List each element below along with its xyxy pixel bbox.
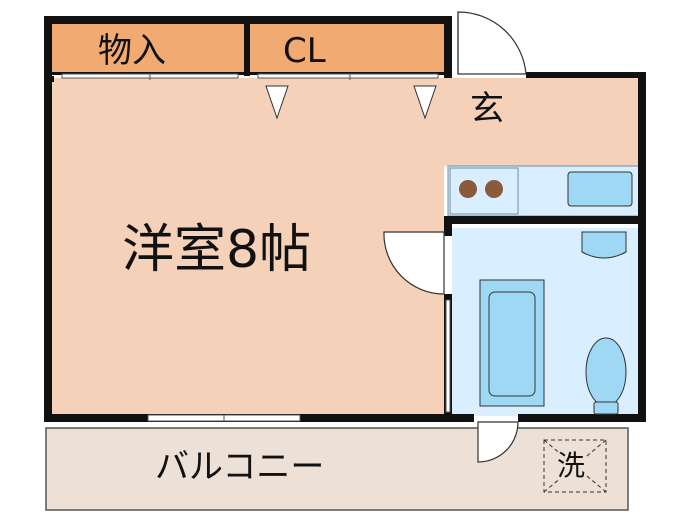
balcony-door [477, 421, 519, 463]
closet-sliding-door [257, 73, 439, 80]
marker-triangle-left [265, 85, 289, 120]
balcony-window [147, 414, 301, 422]
closet-fill [250, 24, 444, 74]
storage-fill [52, 24, 244, 74]
washer-space [543, 439, 607, 493]
bathroom-door [383, 231, 445, 295]
marker-triangle-right [413, 85, 437, 120]
kitchen-sink [567, 171, 633, 207]
washer-label: 洗 [557, 449, 586, 482]
entrance-label: 玄 [470, 89, 504, 129]
wash-basin [581, 231, 627, 259]
western-room-label: 洋室8帖 [122, 220, 312, 280]
entrance-floor [444, 78, 640, 166]
toilet-icon [585, 337, 627, 415]
bath-partition [445, 299, 451, 413]
stove [449, 167, 519, 215]
storage-label: 物入 [98, 31, 166, 71]
stove-burner-icon [485, 180, 503, 198]
closet-label: CL [283, 31, 326, 71]
storage-sliding-door [61, 73, 239, 80]
stove-burner-icon [459, 180, 477, 198]
entrance-door [457, 11, 527, 75]
western-room-floor [52, 78, 444, 414]
balcony-floor [45, 427, 629, 511]
bathtub [479, 279, 545, 407]
balcony-label: バルコニー [155, 447, 325, 487]
